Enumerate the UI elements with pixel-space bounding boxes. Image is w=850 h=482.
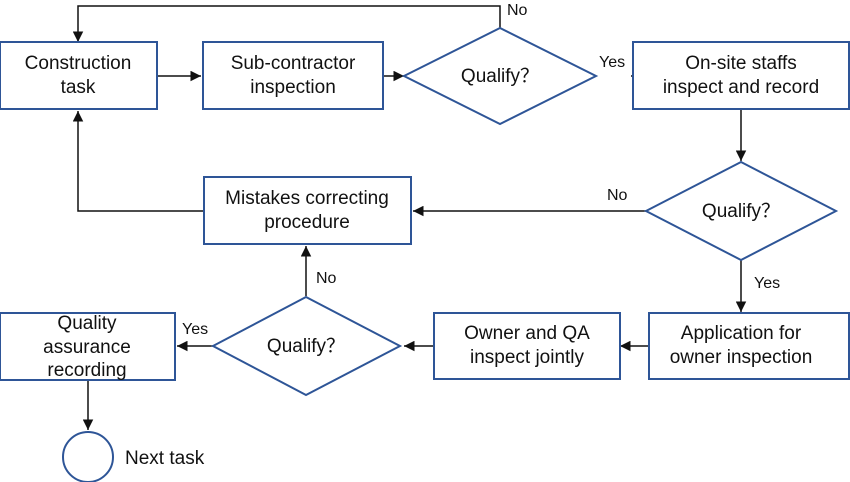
node-owner-qa	[433, 312, 621, 380]
node-construction-task	[0, 41, 158, 110]
quality-line1: Quality	[57, 313, 117, 334]
node-onsite-staffs	[632, 41, 850, 110]
construction-task-line1: Construction	[25, 53, 132, 74]
edge-label-q2-no: No	[607, 187, 628, 204]
construction-task-line2: task	[61, 77, 96, 98]
qualify-2-label: Qualify？	[702, 201, 780, 222]
quality-line3: recording	[47, 360, 126, 381]
qualify-1-label: Qualify？	[461, 66, 539, 87]
onsite-line1: On-site staffs	[685, 53, 797, 74]
edge-label-q1-yes: Yes	[599, 54, 625, 71]
edge-label-q3-no: No	[316, 270, 337, 287]
edge-label-q2-yes: Yes	[754, 275, 780, 292]
node-subcontractor-inspection	[202, 41, 384, 110]
ownerqa-line1: Owner and QA	[464, 323, 590, 344]
node-qualify-2	[643, 160, 839, 262]
edge-qualify1-no-loop	[72, 5, 501, 42]
node-quality-assurance	[0, 312, 176, 381]
subcontractor-line1: Sub-contractor	[231, 53, 356, 74]
subcontractor-line2: inspection	[250, 77, 336, 98]
edge-label-q1-no: No	[507, 2, 528, 19]
edge-label-q3-yes: Yes	[182, 321, 208, 338]
application-line2: owner inspection	[670, 347, 813, 368]
node-qualify-3	[210, 295, 403, 397]
onsite-line2: inspect and record	[663, 77, 819, 98]
ownerqa-line2: inspect jointly	[470, 347, 585, 368]
edge-mistakes-to-construction	[72, 111, 204, 212]
node-qualify-1	[401, 26, 599, 126]
next-task-label: Next task	[125, 448, 205, 469]
mistakes-line2: procedure	[264, 212, 350, 233]
application-line1: Application for	[681, 323, 802, 344]
node-mistakes-correcting	[203, 176, 412, 245]
mistakes-line1: Mistakes correcting	[225, 188, 389, 209]
quality-line2: assurance	[43, 337, 131, 358]
node-next-task-terminal	[62, 431, 114, 482]
node-application-owner	[648, 312, 850, 380]
qualify-3-label: Qualify？	[267, 336, 345, 357]
